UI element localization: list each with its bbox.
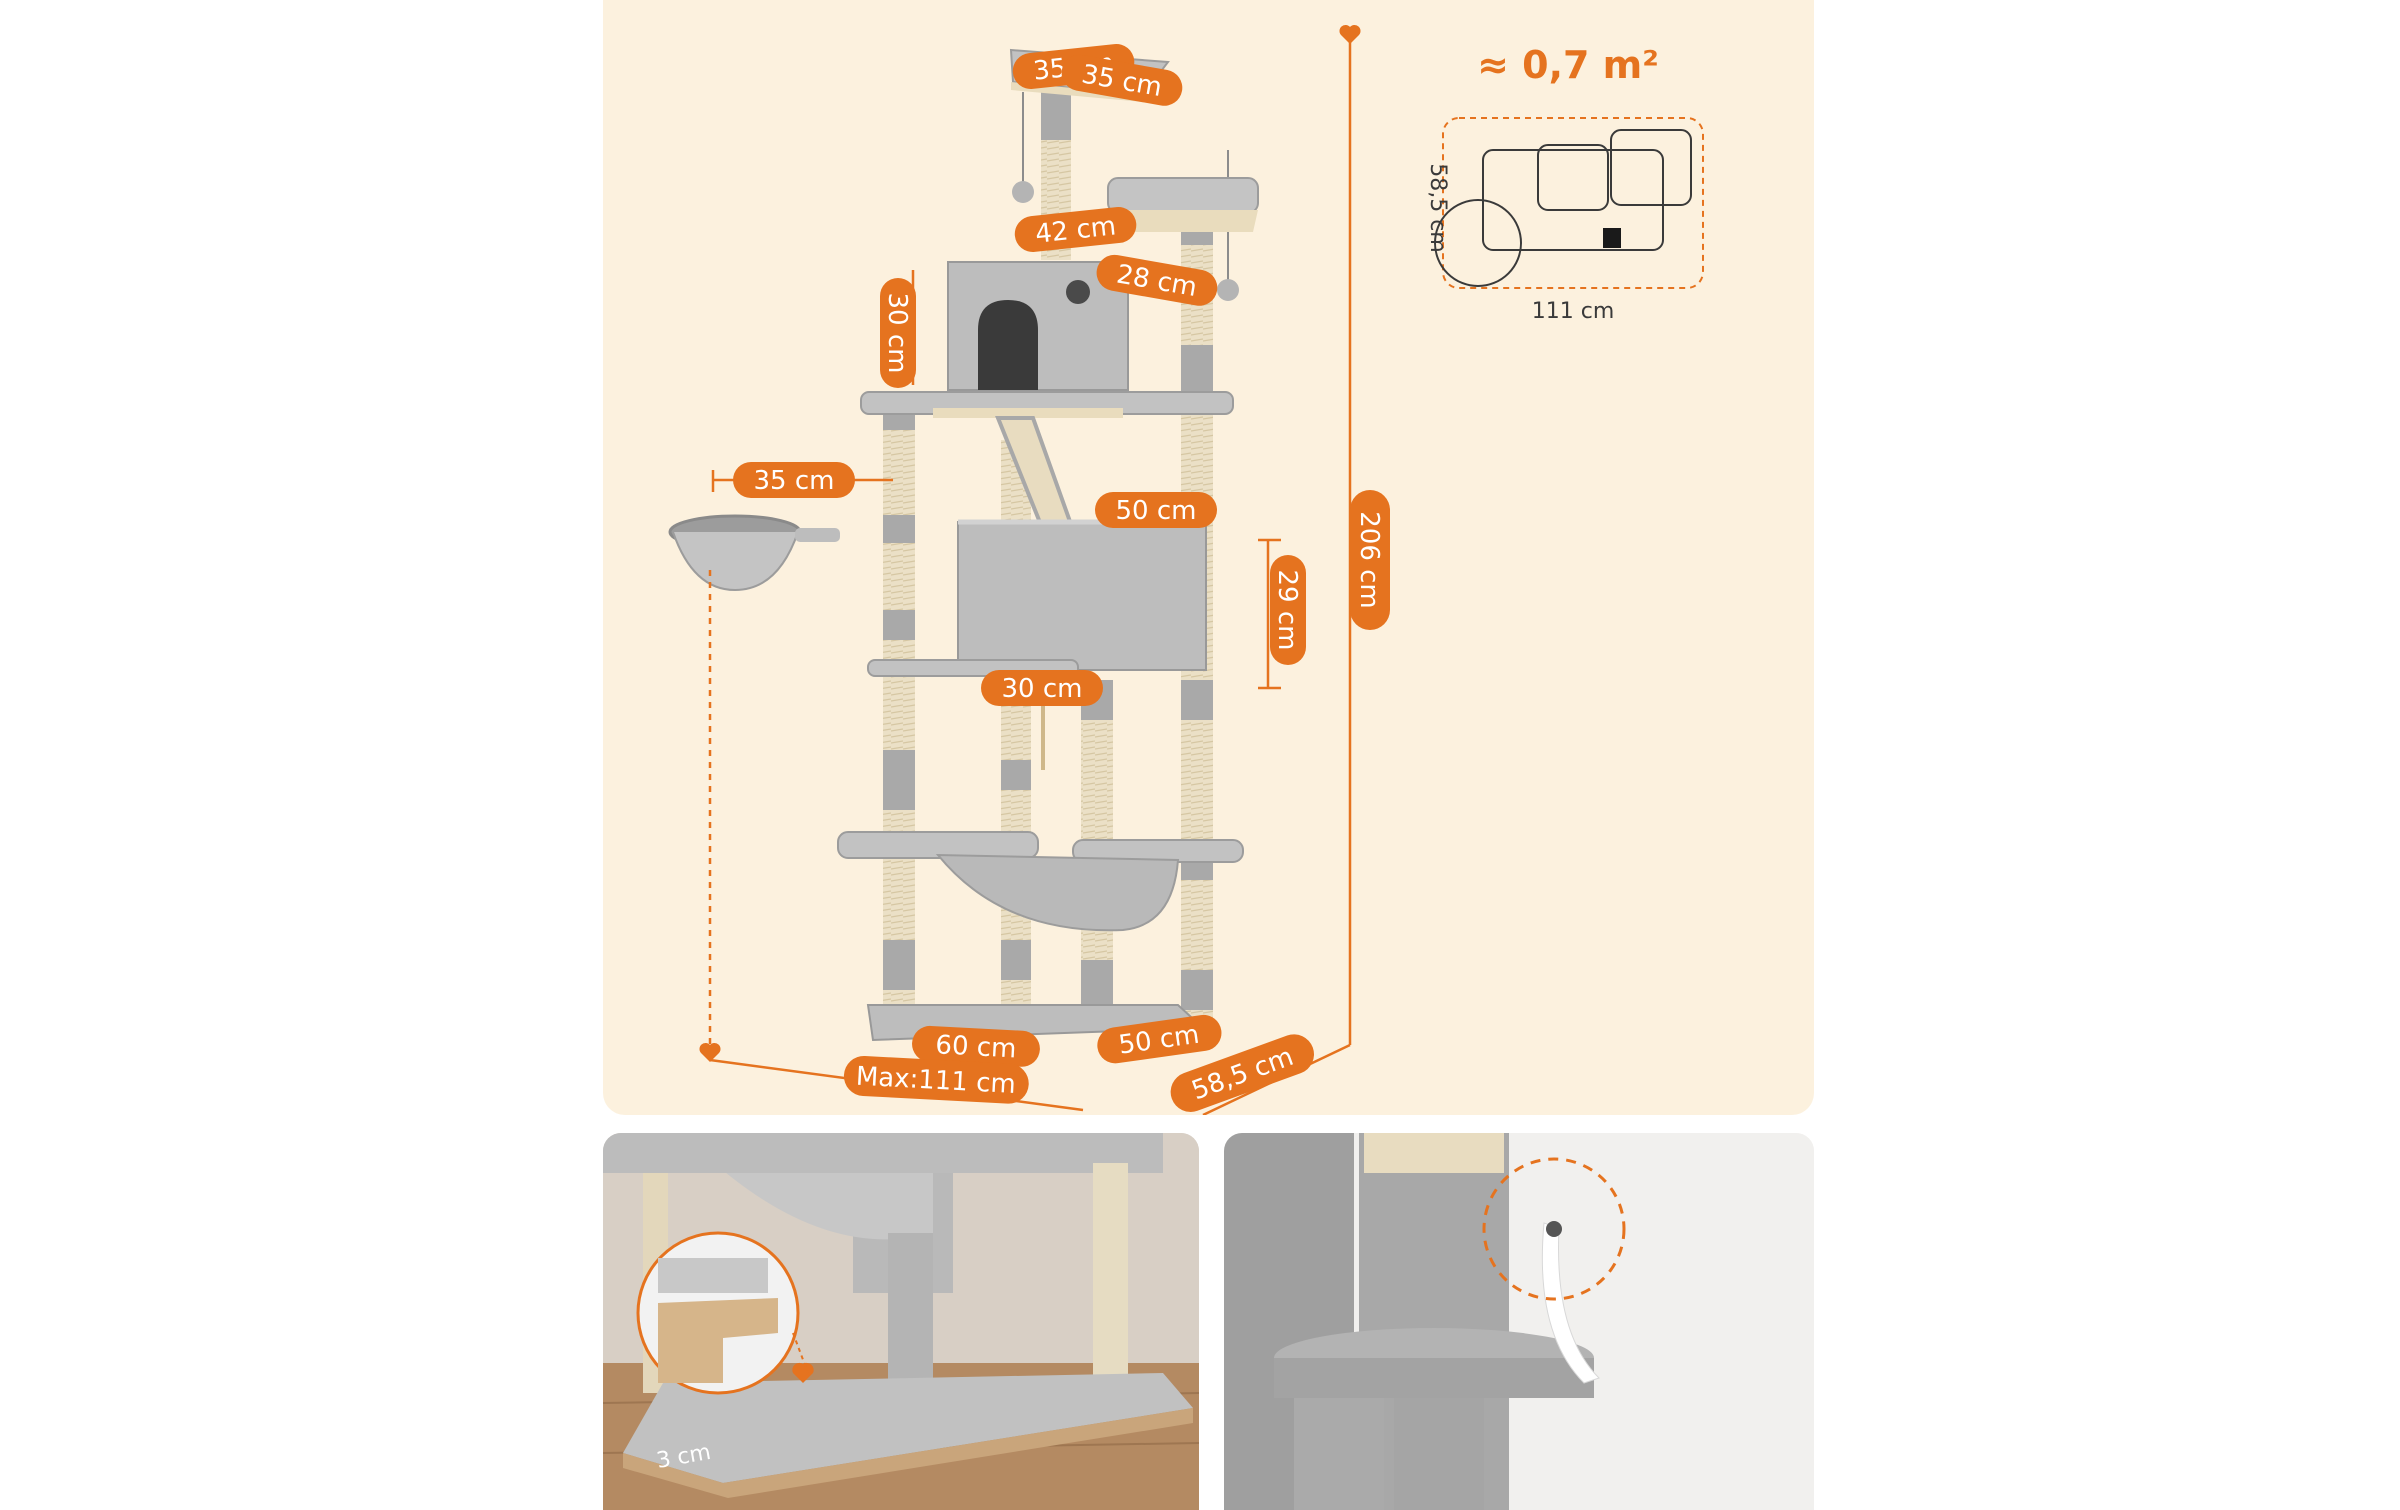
box: [957, 519, 1207, 671]
dimension-diagram-panel: 35 cm 35 cm 42 cm 28 cm 30 cm 35 cm 50 c…: [603, 0, 1814, 1115]
footprint-diagram: ≈ 0,7 m² 58,5 cm 111 cm: [1425, 43, 1704, 324]
svg-text:111 cm: 111 cm: [1532, 299, 1615, 324]
dim-tag-base-width: 60 cm: [912, 1025, 1040, 1067]
svg-text:60 cm: 60 cm: [935, 1030, 1017, 1064]
dim-tag-box-height: 29 cm: [1270, 555, 1306, 665]
svg-text:206 cm: 206 cm: [1354, 511, 1384, 609]
heart-icon: [699, 1042, 721, 1062]
dim-tag-basket-width: 35 cm: [733, 462, 855, 498]
svg-text:58,5 cm: 58,5 cm: [1425, 163, 1450, 253]
base-thickness-photo: 3 cm: [603, 1133, 1199, 1510]
heart-icon: [1339, 24, 1361, 44]
dim-tag-total-height: 206 cm: [1350, 490, 1390, 630]
dangling-toy-ball: [1012, 92, 1239, 301]
svg-text:35 cm: 35 cm: [754, 466, 835, 496]
dim-tag-condo-height: 30 cm: [880, 278, 916, 388]
heart-icon: [792, 1362, 814, 1383]
svg-text:50 cm: 50 cm: [1116, 496, 1197, 526]
platform-1: [860, 391, 1234, 418]
basket: [668, 514, 840, 592]
svg-text:≈ 0,7 m²: ≈ 0,7 m²: [1477, 43, 1659, 87]
wall-strap-icon: [1541, 1222, 1600, 1384]
condo: [947, 261, 1129, 391]
dim-tag-box-width: 50 cm: [1095, 492, 1217, 528]
side-perch: [1107, 177, 1259, 232]
dim-tag-max-width: Max:111 cm: [843, 1056, 1029, 1104]
wall-anchor-photo: [1224, 1133, 1814, 1510]
dim-tag-condo-width: 42 cm: [1014, 207, 1137, 253]
cat-tree-diagram: 35 cm 35 cm 42 cm 28 cm 30 cm 35 cm 50 c…: [668, 24, 1704, 1115]
post-front-left: [883, 400, 915, 1020]
svg-text:29 cm: 29 cm: [1272, 570, 1302, 651]
svg-text:30 cm: 30 cm: [1002, 674, 1083, 704]
dim-tag-base-depth: 50 cm: [1097, 1014, 1222, 1064]
dim-tag-box-gap: 30 cm: [981, 670, 1103, 706]
svg-text:30 cm: 30 cm: [882, 293, 912, 374]
hammock-level: [837, 831, 1244, 932]
